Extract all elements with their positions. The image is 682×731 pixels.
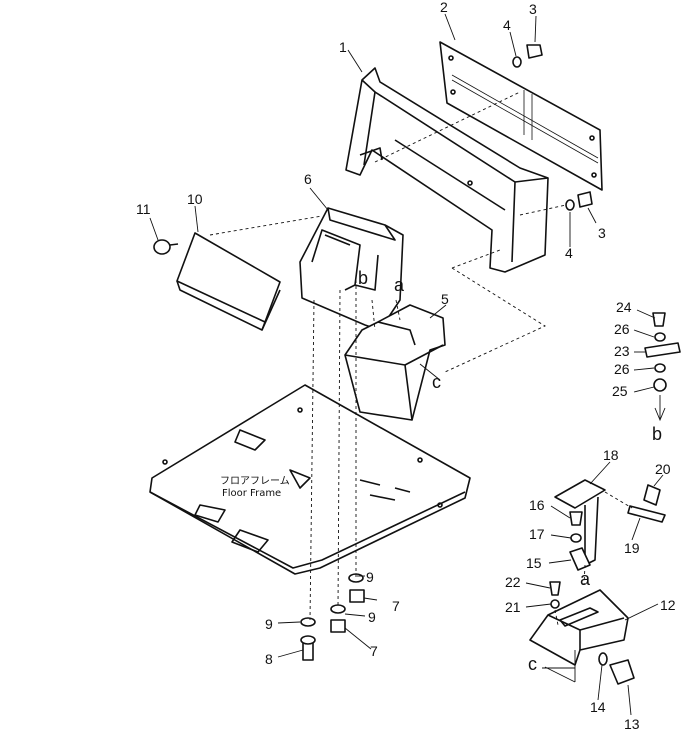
callout-21: 21 [505, 599, 521, 615]
washer-26-b [654, 363, 666, 373]
part-1-rear-frame [345, 67, 549, 273]
callout-8: 8 [265, 651, 273, 667]
callout-18: 18 [603, 447, 619, 463]
bolt-8 [300, 635, 316, 661]
callout-13: 13 [624, 716, 640, 731]
nut-25 [653, 378, 667, 392]
washer-26-a [654, 332, 666, 342]
callout-6: 6 [304, 171, 312, 187]
callout-9-b: 9 [368, 609, 376, 625]
callout-11: 11 [136, 201, 151, 217]
callout-4-side: 4 [565, 245, 573, 261]
part-5-side-cover [344, 304, 446, 421]
bolt-16 [569, 511, 583, 526]
callout-24: 24 [616, 299, 632, 315]
part-11-knob [153, 239, 179, 255]
letter-b-console: b [358, 268, 368, 288]
leader-lines [149, 13, 666, 716]
callout-4-top: 4 [503, 17, 511, 33]
bolt-22 [549, 581, 561, 596]
callout-25: 25 [612, 383, 628, 399]
washer-9-a [300, 617, 316, 627]
bolt-3-top [526, 44, 543, 59]
callout-17: 17 [529, 526, 545, 542]
callout-9-a: 9 [366, 569, 374, 585]
callout-20: 20 [655, 461, 671, 477]
washer-9-b [330, 604, 346, 614]
callout-7-b: 7 [370, 643, 378, 659]
floor-frame-label-jp: フロアフレーム [220, 475, 290, 487]
callout-3-side: 3 [598, 225, 606, 241]
nut-7-b [349, 589, 365, 603]
washer-17 [570, 533, 582, 543]
bolt-13 [609, 659, 635, 685]
callout-26-b: 26 [614, 361, 630, 377]
callout-12: 12 [660, 597, 676, 613]
bolt-3-side [577, 191, 593, 208]
bolt-24 [652, 312, 666, 327]
part-6-console [299, 207, 404, 331]
part-10-plate [176, 232, 281, 331]
callout-5: 5 [441, 291, 449, 307]
plate-19 [627, 505, 666, 523]
part-2-rear-panel [439, 41, 603, 191]
callout-23: 23 [614, 343, 630, 359]
callout-3-top: 3 [529, 1, 537, 17]
letter-b-detail: b [652, 424, 662, 444]
washer-14 [598, 652, 608, 666]
bracket-23 [644, 342, 681, 358]
callout-15: 15 [526, 555, 542, 571]
callout-1: 1 [339, 39, 347, 55]
clip-20 [643, 484, 661, 506]
bracket-15 [569, 547, 591, 571]
callout-26-a: 26 [614, 321, 630, 337]
callout-9-c: 9 [265, 616, 273, 632]
letter-c-detail: c [528, 654, 537, 674]
callout-14: 14 [590, 699, 606, 715]
callout-19: 19 [624, 540, 640, 556]
floor-frame-label-en: Floor Frame [222, 488, 281, 499]
callout-2: 2 [440, 0, 448, 15]
callout-10: 10 [187, 191, 203, 207]
callout-7-a: 7 [392, 598, 400, 614]
floor-frame [149, 384, 471, 575]
letter-a-detail: a [580, 569, 591, 589]
callout-22: 22 [505, 574, 521, 590]
letter-c-cover: c [432, 372, 441, 392]
nut-7-a [330, 619, 346, 633]
callout-16: 16 [529, 497, 545, 513]
letter-a-console: a [394, 275, 405, 295]
cover-12 [529, 589, 629, 666]
bracket-18 [554, 479, 606, 566]
washer-4-top [512, 56, 522, 68]
washer-21 [550, 599, 560, 609]
washer-4-side [565, 199, 575, 211]
